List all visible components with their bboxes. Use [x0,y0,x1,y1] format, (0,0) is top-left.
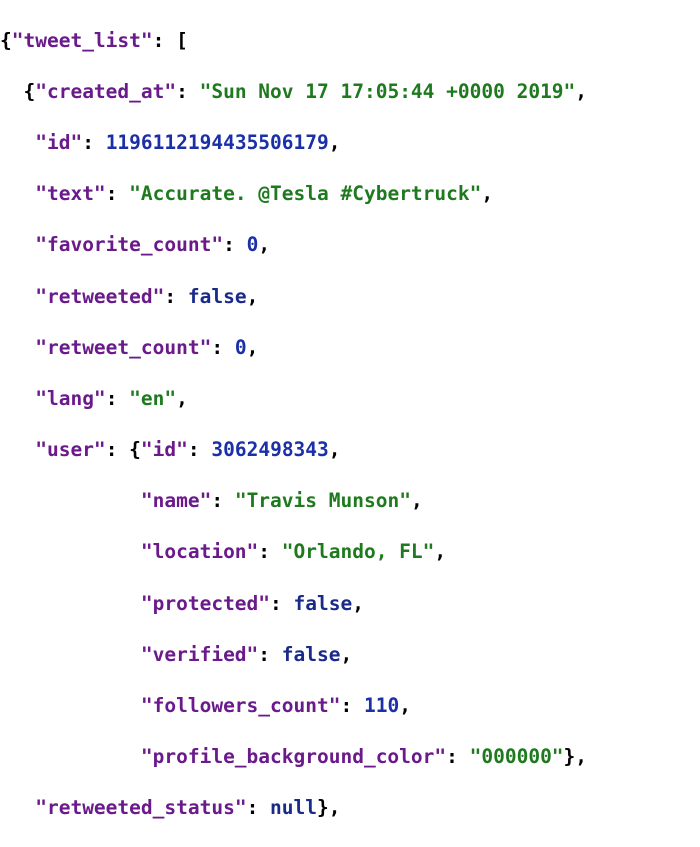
json-string-value: "000000" [469,745,564,769]
code-line-8: "lang": "en", [35,386,188,410]
json-number-value: 0 [234,335,247,359]
json-key: "name" [140,489,212,513]
code-line-7: "retweet_count": 0, [35,335,259,359]
json-string-value: "Orlando, FL" [281,540,435,564]
code-line-13: "verified": false, [140,642,353,666]
json-key: "lang" [35,386,106,410]
code-line-3: "id": 1196112194435506179, [35,130,341,154]
code-line-2: {"created_at": "Sun Nov 17 17:05:44 +000… [0,79,588,103]
json-boolean-value: false [281,642,341,666]
code-line-14: "followers_count": 110, [140,694,411,718]
code-line-4: "text": "Accurate. @Tesla #Cybertruck", [35,182,494,206]
code-line-5: "favorite_count": 0, [35,233,271,257]
code-line-6: "retweeted": false, [35,284,259,308]
json-boolean-value: false [187,284,247,308]
code-line-9: "user": {"id": 3062498343, [35,438,341,462]
json-string-value: "Sun Nov 17 17:05:44 +0000 2019" [199,79,576,103]
json-key: "location" [140,540,259,564]
json-key: "text" [35,182,106,206]
code-line-12: "protected": false, [140,591,364,615]
json-key: "verified" [140,642,259,666]
json-string-value: "Accurate. @Tesla #Cybertruck" [129,182,482,206]
code-line-15: "profile_background_color": "000000"}, [140,745,588,769]
json-key: "protected" [140,591,271,615]
json-code-view: {"tweet_list": [ {"created_at": "Sun Nov… [0,28,588,820]
json-key: "retweeted" [35,284,165,308]
json-number-value: 110 [363,694,400,718]
json-key: "created_at" [35,79,177,103]
json-number-value: 1196112194435506179 [105,130,329,154]
json-key: "retweeted_status" [35,796,247,820]
json-number-value: 3062498343 [211,438,329,462]
json-string-value: "Travis Munson" [234,489,411,513]
json-number-value: 0 [246,233,259,257]
json-key: "id" [140,438,188,462]
json-key: "favorite_count" [35,233,224,257]
json-key: "profile_background_color" [140,745,447,769]
json-null-value: null [270,796,318,820]
json-key: "followers_count" [140,694,341,718]
json-key: "id" [35,130,83,154]
json-string-value: "en" [129,386,177,410]
code-line-10: "name": "Travis Munson", [140,489,423,513]
json-key: "tweet_list" [11,28,153,52]
json-key: "user" [35,438,106,462]
json-key: "retweet_count" [35,335,212,359]
code-line-11: "location": "Orlando, FL", [140,540,447,564]
json-boolean-value: false [293,591,353,615]
code-line-16: "retweeted_status": null}, [35,796,341,820]
code-line-1: {"tweet_list": [ [0,28,188,52]
